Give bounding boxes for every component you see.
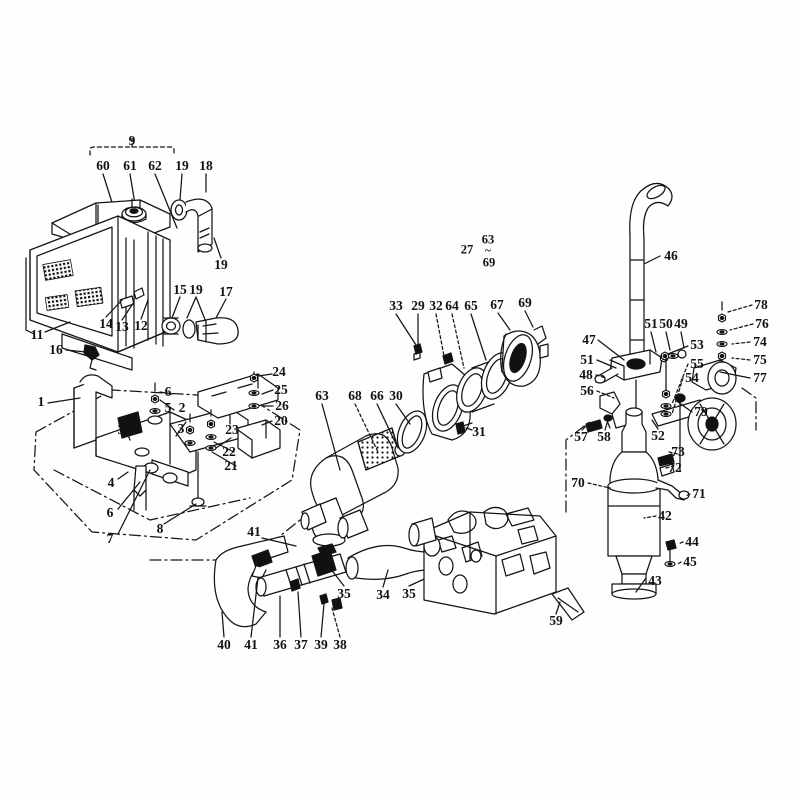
callout-18: 18 (199, 158, 213, 173)
callout-19: 19 (189, 282, 203, 297)
callout-62: 62 (148, 158, 162, 173)
callout-3: 3 (117, 422, 125, 437)
callout-56: 56 (580, 383, 594, 398)
callout-72: 72 (668, 460, 682, 475)
callout-59: 59 (549, 613, 563, 628)
callout-79: 79 (694, 404, 708, 419)
callout-69: 69 (518, 295, 532, 310)
callout-6: 6 (106, 505, 114, 520)
callout-51: 51 (580, 352, 594, 367)
radiator-mount-frame-art (33, 371, 301, 561)
callout-24: 24 (272, 364, 286, 379)
callout-54: 54 (685, 370, 699, 385)
callout-12: 12 (134, 318, 148, 333)
callout-60: 60 (96, 158, 110, 173)
callout-36: 36 (273, 637, 287, 652)
callout-78: 78 (754, 297, 768, 312)
callout-40: 40 (217, 637, 231, 652)
callout-27: 27 (460, 242, 474, 257)
callout-67: 67 (490, 297, 504, 312)
callout-63: 63 (315, 388, 329, 403)
callout-13: 13 (115, 319, 129, 334)
callout-5: 5 (164, 400, 172, 415)
callout-9: 9 (128, 133, 136, 148)
callout-41: 41 (247, 524, 261, 539)
callout-25: 25 (274, 382, 288, 397)
callout-22: 22 (222, 444, 236, 459)
callout-23: 23 (225, 422, 239, 437)
callout-11: 11 (30, 327, 44, 342)
callout-46: 46 (664, 248, 678, 263)
callout-65: 65 (464, 298, 478, 313)
muffler-art (607, 407, 690, 600)
callout-37: 37 (294, 637, 308, 652)
callout-52: 52 (651, 428, 665, 443)
callout-35: 35 (402, 586, 416, 601)
callout-41: 41 (244, 637, 258, 652)
callout-20: 20 (274, 413, 288, 428)
callout-57: 57 (574, 429, 588, 444)
callout-19: 19 (175, 158, 189, 173)
callout-51: 51 (644, 316, 658, 331)
callout-64: 64 (445, 298, 459, 313)
callout-31: 31 (472, 424, 486, 439)
callout-45: 45 (683, 554, 697, 569)
callout-17: 17 (219, 284, 233, 299)
callout-16: 16 (49, 342, 63, 357)
callout-8: 8 (156, 521, 164, 536)
callout-14: 14 (99, 316, 113, 331)
callout-53: 53 (690, 337, 704, 352)
callout-7: 7 (106, 531, 114, 546)
callout-61: 61 (123, 158, 137, 173)
callout-68: 68 (348, 388, 362, 403)
callout-63: 63 (481, 232, 495, 247)
callout-4: 4 (107, 475, 115, 490)
callout-30: 30 (389, 388, 403, 403)
engine-block-art (408, 506, 585, 621)
callout-34: 34 (376, 587, 390, 602)
callout-43: 43 (648, 573, 662, 588)
callout-~: ~ (485, 245, 491, 257)
callout-38: 38 (333, 637, 347, 652)
callout-29: 29 (411, 298, 425, 313)
callout-19: 19 (214, 257, 228, 272)
callout-55: 55 (690, 356, 704, 371)
callout-33: 33 (389, 298, 403, 313)
callout-1: 1 (37, 394, 45, 409)
callout-50: 50 (659, 316, 673, 331)
callout-70: 70 (571, 475, 585, 490)
exhaust-stack-art (585, 182, 737, 471)
callout-3: 3 (177, 421, 185, 436)
air-cleaner-assembly-art (300, 325, 549, 547)
callout-6: 6 (164, 384, 172, 399)
callout-35: 35 (337, 586, 351, 601)
callout-77: 77 (753, 370, 767, 385)
callout-74: 74 (753, 334, 767, 349)
callout-2: 2 (178, 400, 186, 415)
callout-69: 69 (482, 255, 496, 270)
callout-32: 32 (429, 298, 443, 313)
callout-66: 66 (370, 388, 384, 403)
callout-26: 26 (275, 398, 289, 413)
callout-58: 58 (597, 429, 611, 444)
radiator-assembly-art (25, 198, 239, 371)
callout-42: 42 (658, 508, 672, 523)
callout-44: 44 (685, 534, 699, 549)
callout-21: 21 (224, 458, 238, 473)
callout-76: 76 (755, 316, 769, 331)
callout-39: 39 (314, 637, 328, 652)
callout-71: 71 (692, 486, 706, 501)
callout-73: 73 (671, 444, 685, 459)
callout-15: 15 (173, 282, 187, 297)
callout-48: 48 (579, 367, 593, 382)
callout-47: 47 (582, 332, 596, 347)
callout-75: 75 (753, 352, 767, 367)
callout-49: 49 (674, 316, 688, 331)
